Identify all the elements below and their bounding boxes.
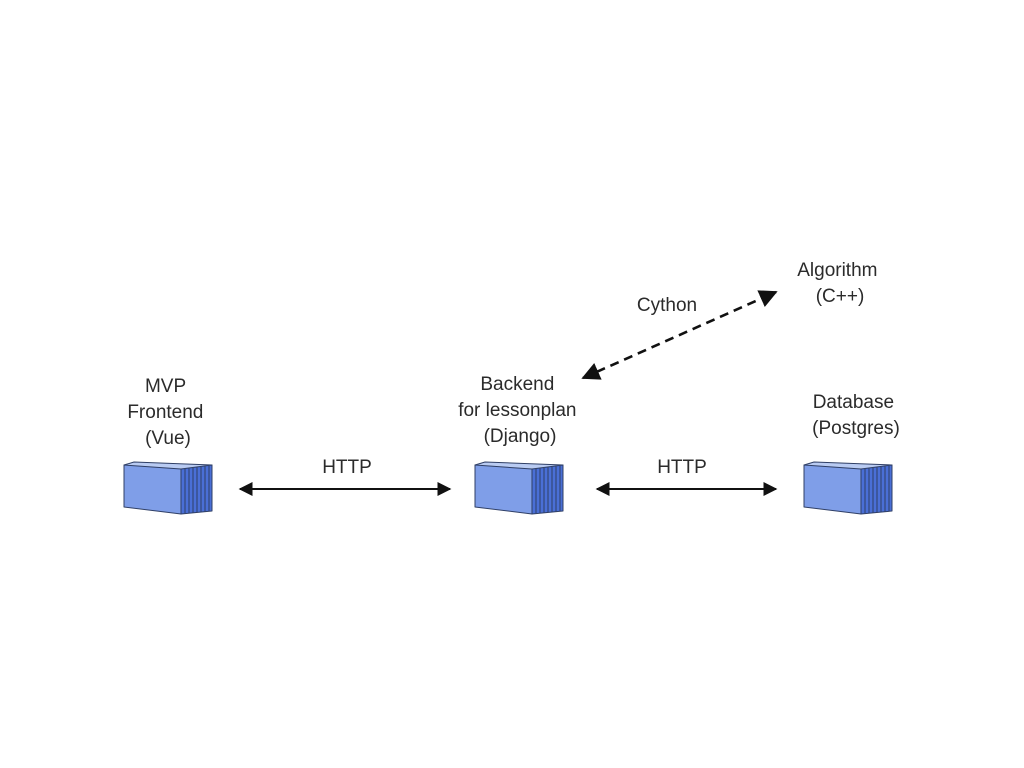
database-label-line-1: Database	[813, 392, 894, 413]
algorithm-label-line-2: (C++)	[816, 286, 865, 307]
frontend-label-line-3: (Vue)	[145, 428, 191, 449]
edge-backend-algorithm	[581, 290, 778, 380]
backend-container-icon	[474, 461, 564, 515]
algorithm-label-line-1: Algorithm	[797, 260, 877, 281]
frontend-label-line-1: MVP	[145, 376, 186, 397]
database-label-line-2: (Postgres)	[812, 418, 900, 439]
node-label-frontend: MVP Frontend (Vue)	[127, 376, 208, 449]
edge-label-backend-algorithm: Cython	[637, 295, 697, 316]
edge-label-backend-database: HTTP	[657, 457, 707, 478]
edge-label-frontend-backend: HTTP	[322, 457, 372, 478]
node-label-algorithm: Algorithm (C++)	[797, 260, 883, 307]
backend-label-line-3: (Django)	[484, 426, 557, 447]
node-label-database: Database (Postgres)	[812, 392, 900, 439]
database-container-icon	[803, 461, 893, 515]
backend-label-line-1: Backend	[480, 374, 554, 395]
frontend-label-line-2: Frontend	[127, 402, 203, 423]
node-label-backend: Backend for lessonplan (Django)	[458, 374, 582, 447]
frontend-container-icon	[123, 461, 213, 515]
backend-label-line-2: for lessonplan	[458, 400, 576, 421]
